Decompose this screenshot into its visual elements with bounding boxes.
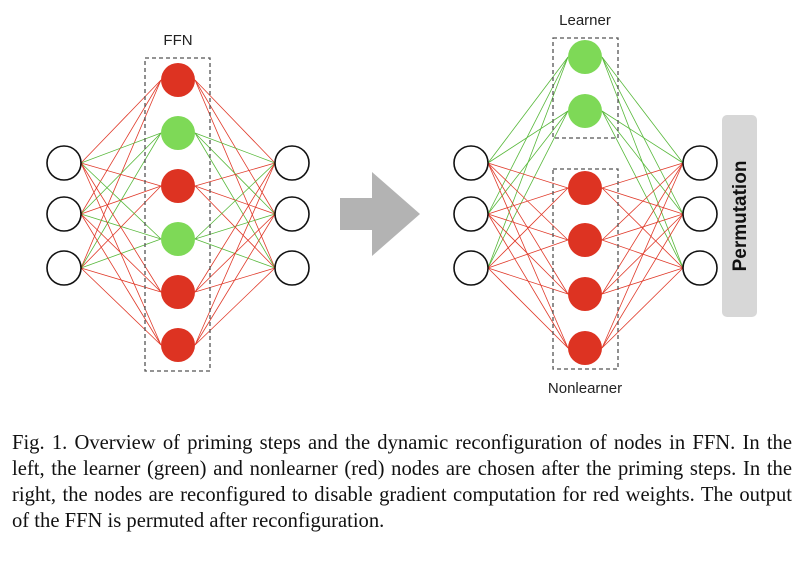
edge bbox=[194, 132, 276, 215]
edge bbox=[487, 56, 569, 164]
left-output-node bbox=[274, 145, 310, 181]
edge bbox=[601, 213, 684, 349]
right-hidden-node-nonlearner bbox=[568, 277, 602, 311]
edge bbox=[487, 267, 569, 349]
right-output-node bbox=[682, 196, 718, 232]
edge bbox=[80, 185, 162, 215]
edge bbox=[487, 162, 569, 349]
right-hidden-node-learner bbox=[568, 94, 602, 128]
left-input-node bbox=[46, 250, 82, 286]
edge bbox=[194, 162, 276, 293]
transition-arrow bbox=[340, 172, 420, 256]
edge bbox=[194, 162, 276, 346]
edge bbox=[80, 213, 162, 293]
edge bbox=[601, 110, 684, 164]
edge bbox=[194, 213, 276, 293]
edge bbox=[601, 162, 684, 189]
left-hidden-node-nonlearner bbox=[161, 169, 195, 203]
ffn-hidden-layer-box bbox=[144, 57, 211, 372]
right-input-node bbox=[453, 196, 489, 232]
edge bbox=[487, 110, 569, 164]
edge bbox=[601, 162, 684, 241]
edge bbox=[194, 213, 276, 346]
learner-label: Learner bbox=[559, 12, 611, 29]
left-hidden-node-nonlearner bbox=[161, 328, 195, 362]
edge bbox=[80, 132, 162, 215]
edge bbox=[487, 162, 569, 241]
edge bbox=[601, 213, 684, 241]
right-output-node bbox=[682, 145, 718, 181]
left-hidden-node-learner bbox=[161, 116, 195, 150]
right-hidden-node-nonlearner bbox=[568, 331, 602, 365]
edge bbox=[194, 162, 276, 187]
edge bbox=[601, 162, 684, 295]
nonlearner-group-box bbox=[552, 168, 619, 370]
left-output-node bbox=[274, 196, 310, 232]
edge bbox=[194, 79, 276, 215]
left-hidden-node-nonlearner bbox=[161, 275, 195, 309]
edge bbox=[601, 213, 684, 295]
edge bbox=[601, 267, 684, 349]
learner-group-box bbox=[552, 37, 619, 139]
right-hidden-node-nonlearner bbox=[568, 223, 602, 257]
edge bbox=[80, 79, 162, 164]
right-hidden-node-learner bbox=[568, 40, 602, 74]
figure-caption: Fig. 1. Overview of priming steps and th… bbox=[12, 432, 792, 532]
edge bbox=[601, 110, 684, 269]
edge bbox=[80, 79, 162, 215]
right-hidden-node-nonlearner bbox=[568, 171, 602, 205]
edge bbox=[601, 56, 684, 164]
nonlearner-label: Nonlearner bbox=[548, 380, 622, 397]
edge bbox=[194, 79, 276, 164]
permutation-box bbox=[722, 115, 757, 317]
edge bbox=[80, 267, 162, 346]
edge bbox=[487, 110, 569, 269]
edge bbox=[601, 110, 684, 215]
edge bbox=[80, 213, 162, 346]
permutation-label: Permutation bbox=[730, 161, 751, 272]
connection-edges bbox=[80, 56, 684, 349]
edge bbox=[601, 162, 684, 349]
edge bbox=[194, 185, 276, 215]
edge bbox=[194, 132, 276, 164]
ffn-label: FFN bbox=[163, 32, 192, 49]
left-hidden-node-nonlearner bbox=[161, 63, 195, 97]
edge bbox=[194, 162, 276, 240]
left-output-node bbox=[274, 250, 310, 286]
network-nodes bbox=[46, 40, 718, 365]
edge bbox=[487, 213, 569, 295]
network-diagram: FFN Learner Nonlearner Permutation bbox=[46, 12, 757, 397]
edge bbox=[487, 213, 569, 241]
edge bbox=[487, 162, 569, 295]
right-input-node bbox=[453, 250, 489, 286]
edge bbox=[194, 213, 276, 240]
edge bbox=[80, 162, 162, 293]
right-input-node bbox=[453, 145, 489, 181]
edge bbox=[487, 56, 569, 215]
edge bbox=[80, 213, 162, 240]
edge bbox=[80, 162, 162, 187]
edge bbox=[487, 110, 569, 215]
left-input-node bbox=[46, 145, 82, 181]
edge bbox=[601, 56, 684, 215]
edge bbox=[487, 162, 569, 189]
left-input-node bbox=[46, 196, 82, 232]
edge bbox=[194, 267, 276, 346]
edge bbox=[80, 162, 162, 240]
edge bbox=[80, 132, 162, 164]
right-output-node bbox=[682, 250, 718, 286]
left-hidden-node-learner bbox=[161, 222, 195, 256]
edge bbox=[487, 213, 569, 349]
edge bbox=[80, 162, 162, 346]
